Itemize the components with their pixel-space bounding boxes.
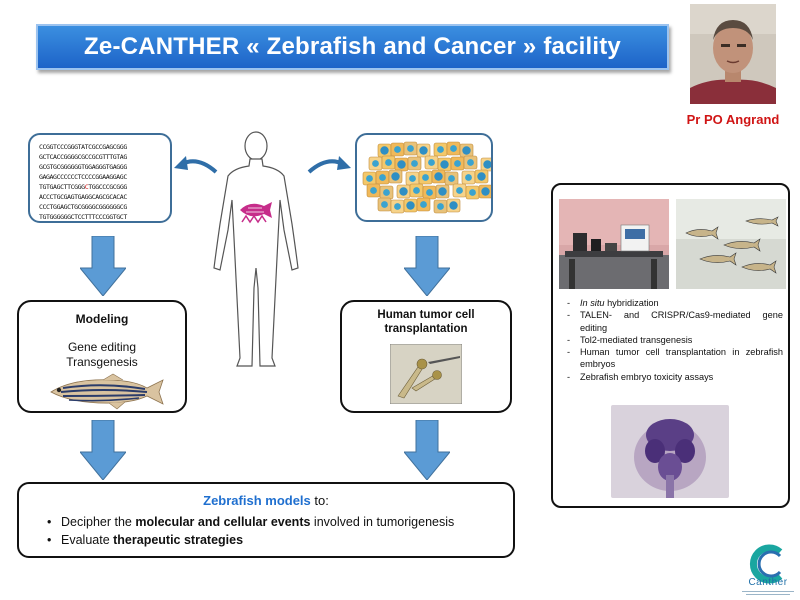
dna-line: ACCCTGCGAGTGAGGCAGCGCACAC: [39, 193, 127, 201]
tumor-cell: [424, 155, 439, 170]
tumor-cell: [459, 143, 474, 158]
tumor-cell: [450, 156, 465, 171]
zebrafish-models-box: Zebrafish models to: •Decipher the molec…: [17, 482, 515, 558]
zebrafish-models-heading: Zebrafish models to:: [203, 493, 329, 508]
dna-line: TGTCCTGGCCGGGGCGCCGGGCCG: [39, 222, 170, 223]
tumor-cell: [480, 157, 491, 172]
dna-sequence-box: CCGGTCCCGGGTATCGCCGAGCGGG GCTCACCGGGGCGCC…: [28, 133, 172, 223]
technique-transplantation: Human tumor cell transplantation in zebr…: [565, 346, 783, 371]
lab-photo: [559, 199, 669, 289]
tumor-cell: [461, 170, 476, 185]
tumor-cell: [444, 171, 459, 186]
tumor-cell: [474, 169, 489, 184]
tumor-cells-box: [355, 133, 493, 222]
tumor-cell: [416, 143, 431, 158]
human-silhouette: [213, 131, 299, 367]
modeling-box: Modeling Gene editing Transgenesis: [17, 300, 187, 413]
bullet-decipher: •Decipher the molecular and cellular eve…: [47, 515, 455, 529]
tumor-cell: [381, 155, 396, 170]
techniques-list: In situ hybridization TALEN- and CRISPR/…: [565, 297, 783, 383]
modeling-line-transgenesis: Transgenesis: [66, 355, 138, 369]
tumor-cell: [379, 185, 394, 200]
down-arrow-icon: [404, 236, 450, 296]
page-title: Ze-CANTHER « Zebrafish and Cancer » faci…: [84, 33, 621, 60]
title-banner: Ze-CANTHER « Zebrafish and Cancer » faci…: [36, 24, 669, 70]
tumor-cell: [409, 183, 424, 198]
dna-line: GCGTGCGGGGGGTGGAGGGTGAGGG: [39, 163, 127, 171]
curved-arrow-right-icon: [307, 156, 351, 174]
tumor-cell: [416, 197, 431, 212]
dna-line: CCCTGGAGCTGCGGGGCGGGGGGCG: [39, 203, 127, 211]
tumor-cell: [405, 171, 420, 186]
tumor-cell: [437, 157, 452, 172]
tumor-cell: [433, 199, 448, 214]
modeling-line-gene-editing: Gene editing: [67, 340, 137, 354]
microinjection-image: [390, 344, 462, 404]
tumor-cell: [435, 184, 450, 199]
technique-transgenesis: Tol2-mediated transgenesis: [565, 334, 783, 347]
tumor-cell: [452, 183, 467, 198]
tumor-cell: [390, 199, 405, 214]
tumor-cell: [377, 197, 392, 212]
tumor-cell: [478, 184, 491, 199]
tumor-cell: [463, 155, 478, 170]
tumor-cell: [407, 156, 422, 171]
tumor-cell: [388, 169, 403, 184]
technique-toxicity: Zebrafish embryo toxicity assays: [565, 371, 783, 384]
embryo-stain-image: [611, 405, 729, 498]
tumor-cell: [403, 141, 418, 156]
modeling-title: Modeling: [75, 312, 129, 326]
bullet-evaluate: •Evaluate therapeutic strategies: [47, 533, 244, 547]
tumor-cell: [403, 198, 418, 213]
tumor-cell: [446, 141, 461, 156]
dna-line: CCGGTCCCGGGTATCGCCGAGCGGG: [39, 143, 127, 151]
facility-panel: In situ hybridization TALEN- and CRISPR/…: [551, 183, 790, 508]
tumor-cell: [422, 185, 437, 200]
down-arrow-icon: [404, 420, 450, 480]
tumor-cell: [446, 198, 461, 213]
dna-line: TGTGGGGGGCTCCTTTCCCGGTGCT: [39, 213, 127, 221]
person-name: Pr PO Angrand: [686, 112, 780, 127]
down-arrow-icon: [80, 420, 126, 480]
tumor-cell: [431, 169, 446, 184]
transplantation-title: Human tumor cell transplantation: [377, 309, 475, 335]
curved-arrow-left-icon: [174, 156, 218, 174]
tumor-cell: [362, 171, 377, 186]
dna-line: GAGAGCCCCCCTCCCCGGAAGGAGC: [39, 173, 127, 181]
transplantation-box: Human tumor cell transplantation: [340, 300, 512, 413]
dna-line: GCTCACCGGGGCGCCGCGTTTGTAG: [39, 153, 127, 161]
canther-logo-text: Canther: [748, 577, 788, 588]
tumor-cell: [390, 142, 405, 157]
tumor-cell: [396, 184, 411, 199]
down-arrow-icon: [80, 236, 126, 296]
tumor-cell: [366, 183, 381, 198]
zebrafish-image: [50, 373, 164, 410]
tumor-cell: [418, 170, 433, 185]
portrait-photo: [690, 4, 776, 104]
zebrafish-tank-photo: [676, 199, 786, 289]
tumor-cell: [377, 143, 392, 158]
tumor-cell: [368, 156, 383, 171]
tumor-cell: [375, 170, 390, 185]
tumor-cell: [394, 157, 409, 172]
logo-tagline-lines: [742, 591, 794, 595]
tumor-cell: [433, 142, 448, 157]
technique-in-situ: In situ hybridization: [565, 297, 783, 310]
zebrafish-logo-icon: [240, 202, 272, 224]
technique-gene-editing: TALEN- and CRISPR/Cas9-mediated gene edi…: [565, 309, 783, 334]
dna-line: TGTGAGCTTCGGGCTGGCCCGCGGG: [39, 183, 127, 191]
tumor-cell: [465, 185, 480, 200]
canther-logo-icon: [749, 544, 783, 584]
